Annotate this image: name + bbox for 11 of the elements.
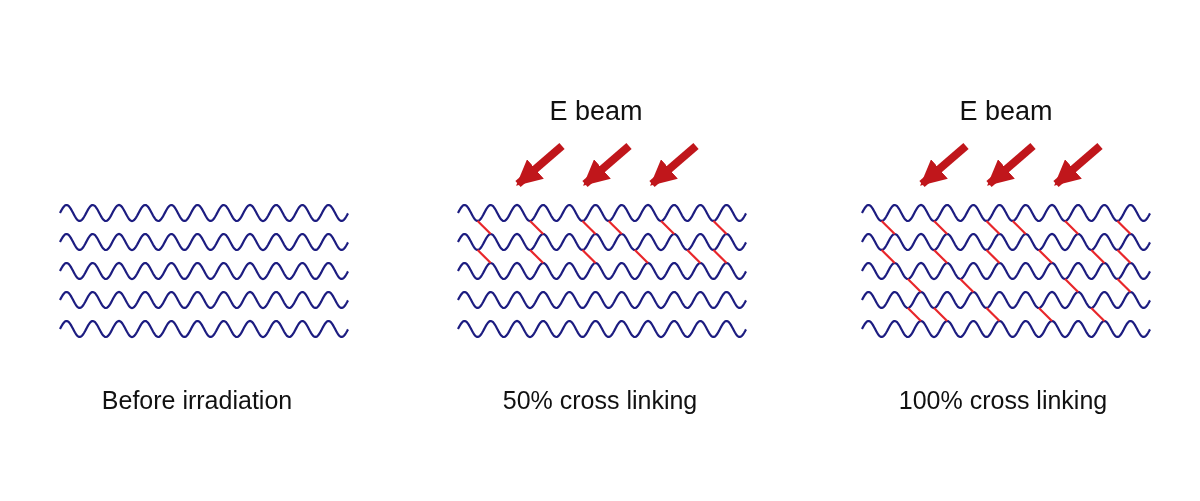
node-label: 100% cross linking — [898, 386, 1108, 415]
arrow — [582, 142, 632, 188]
beam-label: E beam — [959, 96, 1053, 127]
node-label: Before irradiation — [101, 386, 293, 415]
beam-label: E beam — [549, 96, 643, 127]
node-label: 50% cross linking — [502, 386, 698, 415]
arrow — [919, 142, 969, 188]
arrow — [515, 142, 565, 188]
arrow — [986, 142, 1036, 188]
arrow — [649, 142, 699, 188]
arrow — [1053, 142, 1103, 188]
